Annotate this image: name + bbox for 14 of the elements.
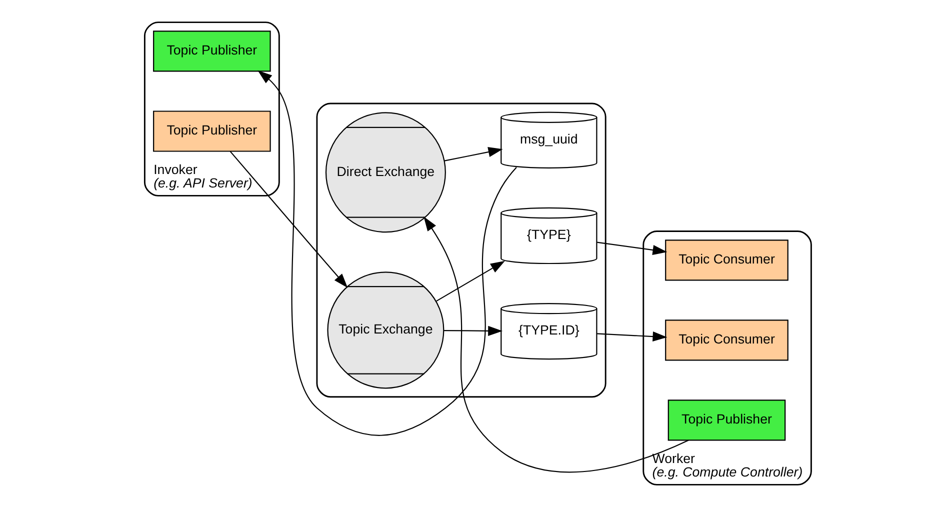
arrow	[229, 150, 348, 288]
node-box: Topic Consumer	[664, 319, 788, 360]
arrow	[444, 146, 502, 161]
cluster	[316, 102, 606, 398]
arrow	[444, 325, 502, 336]
arrow	[257, 70, 516, 436]
arrow	[596, 330, 667, 342]
arrow	[596, 241, 667, 255]
arrow	[436, 260, 504, 302]
node-box: Topic Publisher	[152, 110, 270, 152]
node-box: Topic Publisher	[667, 399, 786, 440]
node-box: Topic Publisher	[152, 30, 270, 72]
node-box: Topic Consumer	[664, 239, 788, 280]
arrow	[423, 216, 688, 472]
